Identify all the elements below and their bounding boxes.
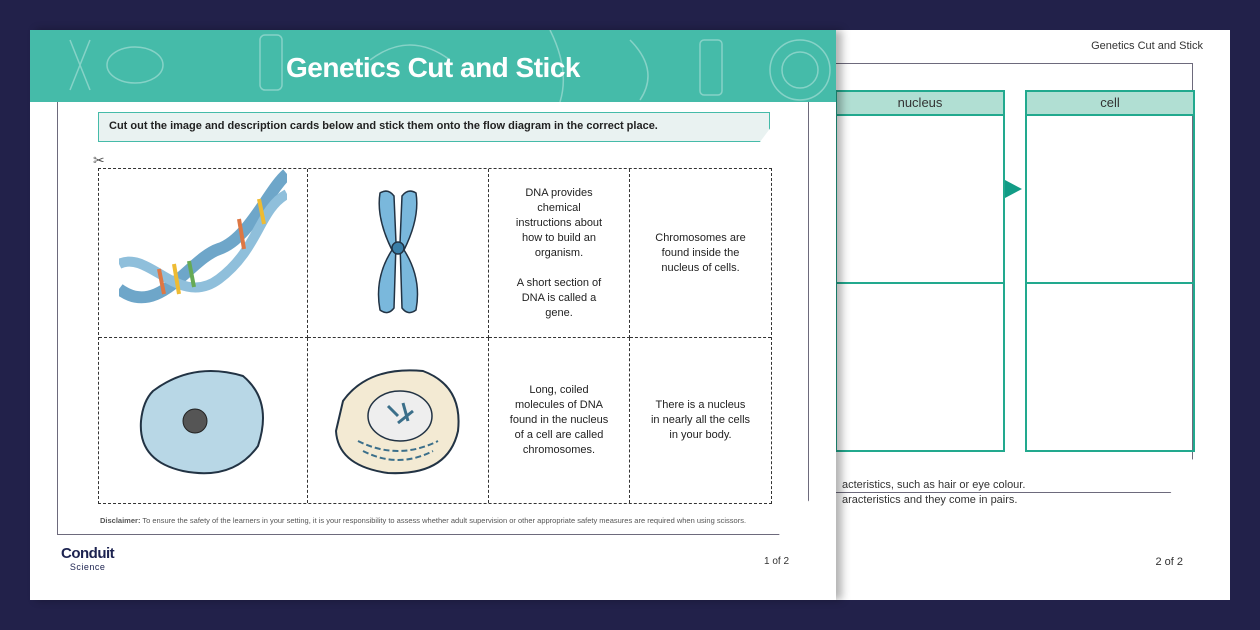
card-cell-image[interactable] — [99, 338, 308, 503]
card-dna-image[interactable] — [99, 169, 308, 338]
card-nucleus-description[interactable]: There is a nucleus in nearly all the cel… — [650, 399, 751, 441]
card-chromosome-definition[interactable]: Long, coiled molecules of DNA found in t… — [489, 338, 630, 503]
disclaimer-text: To ensure the safety of the learners in … — [140, 516, 747, 525]
logo-subtext: Science — [69, 562, 106, 572]
worksheet-page-1: Genetics Cut and Stick Cut out the image… — [30, 30, 836, 600]
column-divider — [1027, 282, 1193, 284]
column-header: cell — [1027, 92, 1193, 116]
worksheet-page-2: Genetics Cut and Stick nucleus cell acte… — [820, 30, 1230, 600]
title-banner: Genetics Cut and Stick — [30, 30, 836, 102]
flow-column-nucleus: nucleus — [835, 90, 1005, 452]
nucleus-icon — [334, 368, 460, 474]
column-header: nucleus — [837, 92, 1003, 116]
page-title: Genetics Cut and Stick — [286, 52, 580, 83]
page2-text: acteristics, such as hair or eye colour.… — [842, 478, 1025, 508]
card-dna-description[interactable]: DNA provides chemical instructions about… — [489, 169, 630, 338]
text-line: aracteristics and they come in pairs. — [842, 494, 1018, 506]
disclaimer-label: Disclaimer: — [100, 516, 141, 525]
dna-icon — [119, 169, 287, 304]
disclaimer: Disclaimer: To ensure the safety of the … — [100, 516, 746, 525]
scissors-icon: ✂ — [93, 152, 105, 168]
page-frame — [57, 102, 809, 535]
page-frame — [820, 63, 1193, 493]
instruction-box: Cut out the image and description cards … — [98, 112, 770, 142]
card-nucleus-image[interactable] — [308, 338, 489, 503]
page-number: 1 of 2 — [764, 556, 790, 567]
page-number: 2 of 2 — [1155, 556, 1183, 568]
flow-arrow-icon — [1005, 180, 1022, 198]
science-doodles-icon — [69, 30, 831, 102]
page-header: Genetics Cut and Stick — [1091, 40, 1203, 52]
chromosome-icon — [377, 190, 419, 314]
logo-text: Conduit — [61, 545, 115, 562]
card-chromosome-image[interactable] — [308, 169, 489, 338]
cut-out-cards-grid: DNA provides chemical instructions about… — [98, 168, 772, 504]
text-line: acteristics, such as hair or eye colour. — [842, 479, 1026, 491]
column-divider — [837, 282, 1003, 284]
cell-icon — [139, 369, 264, 474]
card-chromosome-description[interactable]: Chromosomes are found inside the nucleus… — [630, 169, 771, 338]
conduit-science-logo: Conduit Science — [61, 545, 115, 572]
flow-column-cell: cell — [1025, 90, 1195, 452]
